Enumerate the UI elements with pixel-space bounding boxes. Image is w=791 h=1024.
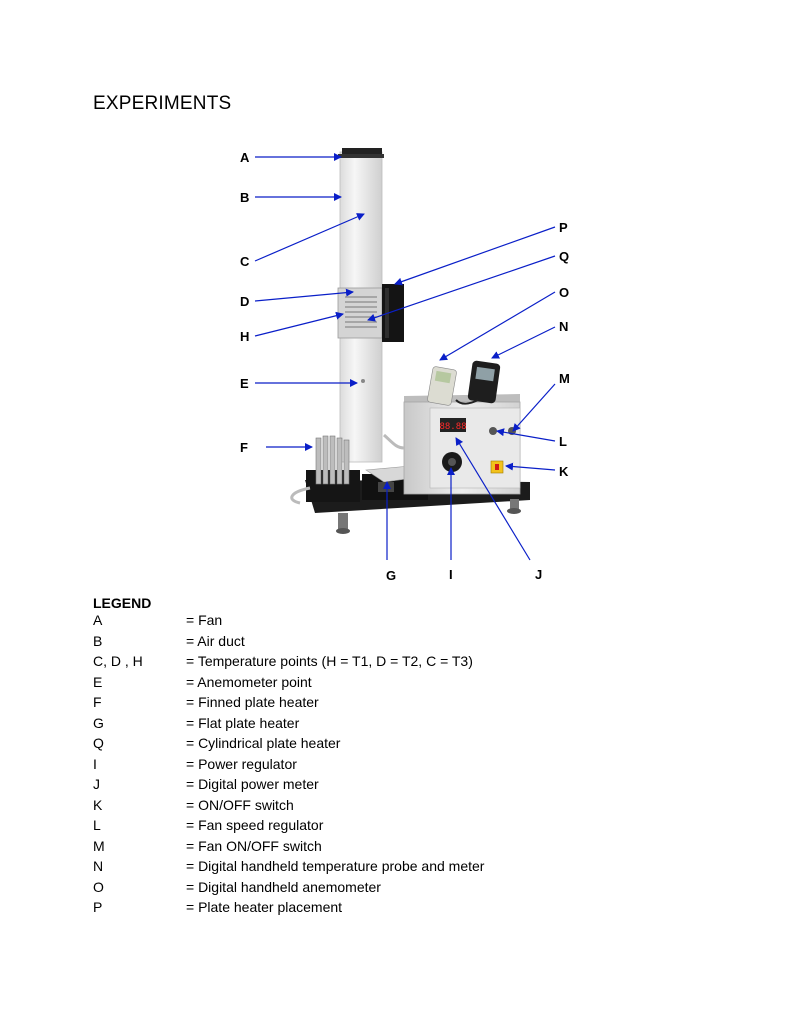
legend-desc: = Digital handheld temperature probe and…: [186, 858, 485, 874]
plate-heater: [382, 284, 404, 342]
handheld-temperature-meter: [455, 360, 501, 405]
legend-desc: = Power regulator: [186, 755, 297, 772]
legend-key: M: [93, 837, 105, 854]
legend-desc: = Cylindrical plate heater: [186, 735, 341, 751]
legend-item: E = Anemometer point: [93, 672, 613, 693]
legend-key: B: [93, 632, 103, 649]
callout-a: A: [240, 150, 250, 165]
legend-item: P = Plate heater placement: [93, 897, 613, 918]
apparatus-diagram: 88.88 A: [240, 148, 570, 583]
legend-desc: = Digital power meter: [186, 776, 319, 792]
legend-key: K: [93, 796, 103, 813]
legend-item: A = Fan: [93, 610, 613, 631]
callout-p: P: [559, 220, 568, 235]
callout-labels: A B C D H E F G I J P Q O N M L K: [240, 150, 570, 583]
legend-item: O = Digital handheld anemometer: [93, 877, 613, 898]
control-box: 88.88: [383, 394, 521, 495]
legend-item: Q = Cylindrical plate heater: [93, 733, 613, 754]
legend-key: G: [93, 714, 104, 731]
callout-d: D: [240, 294, 249, 309]
legend-key: C, D , H: [93, 653, 143, 669]
legend-key: J: [93, 776, 100, 792]
callout-f: F: [240, 440, 248, 455]
legend-desc: = Temperature points (H = T1, D = T2, C …: [186, 653, 473, 669]
callout-j: J: [535, 567, 542, 582]
legend-key: O: [93, 878, 104, 895]
legend-desc: = Flat plate heater: [186, 714, 300, 731]
legend-desc: = Fan speed regulator: [186, 817, 324, 833]
legend-key: I: [93, 755, 97, 772]
legend-item: B = Air duct: [93, 631, 613, 652]
legend-key: P: [93, 899, 103, 915]
legend-key: N: [93, 858, 104, 874]
callout-q: Q: [559, 249, 569, 264]
legend-item: F = Finned plate heater: [93, 692, 613, 713]
legend-item: N = Digital handheld temperature probe an…: [93, 856, 613, 877]
callout-l: L: [559, 434, 567, 449]
legend-desc: = Fan: [186, 612, 223, 628]
callout-b: B: [240, 190, 249, 205]
legend-key: F: [93, 694, 102, 710]
callout-g: G: [386, 568, 396, 583]
legend-key: A: [93, 612, 103, 628]
legend-desc: = Anemometer point: [186, 673, 312, 690]
legend-item: G = Flat plate heater: [93, 713, 613, 734]
legend-title: LEGEND: [93, 595, 152, 611]
legend-key: E: [93, 673, 103, 690]
finned-plate-heater: [290, 435, 360, 505]
callout-i: I: [449, 567, 453, 582]
legend-desc: = ON/OFF switch: [186, 796, 294, 813]
callout-m: M: [559, 371, 570, 386]
legend-item: L = Fan speed regulator: [93, 815, 613, 836]
callout-e: E: [240, 376, 249, 391]
legend-key: L: [93, 817, 101, 833]
legend-item: J = Digital power meter: [93, 774, 613, 795]
legend-item: K = ON/OFF switch: [93, 795, 613, 816]
legend-item: M = Fan ON/OFF switch: [93, 836, 613, 857]
legend-desc: = Digital handheld anemometer: [186, 878, 381, 895]
legend-item: I = Power regulator: [93, 754, 613, 775]
legend-desc: = Plate heater placement: [186, 899, 343, 915]
power-meter-display: 88.88: [439, 422, 466, 432]
callout-arrows: [254, 153, 556, 561]
handheld-anemometer: [427, 366, 457, 406]
page-title: EXPERIMENTS: [93, 93, 232, 114]
legend-desc: = Fan ON/OFF switch: [186, 837, 322, 854]
legend-desc: = Finned plate heater: [186, 694, 319, 710]
callout-k: K: [559, 464, 569, 479]
callout-c: C: [240, 254, 250, 269]
legend-list: A = Fan B = Air duct C, D , H = Temperature…: [93, 610, 613, 918]
temperature-vent: [337, 287, 383, 339]
legend-item: C, D , H = Temperature points (H = T1, D …: [93, 651, 613, 672]
legend-key: Q: [93, 735, 104, 751]
callout-o: O: [559, 285, 569, 300]
callout-h: H: [240, 329, 249, 344]
callout-n: N: [559, 319, 568, 334]
legend-desc: = Air duct: [186, 632, 245, 649]
